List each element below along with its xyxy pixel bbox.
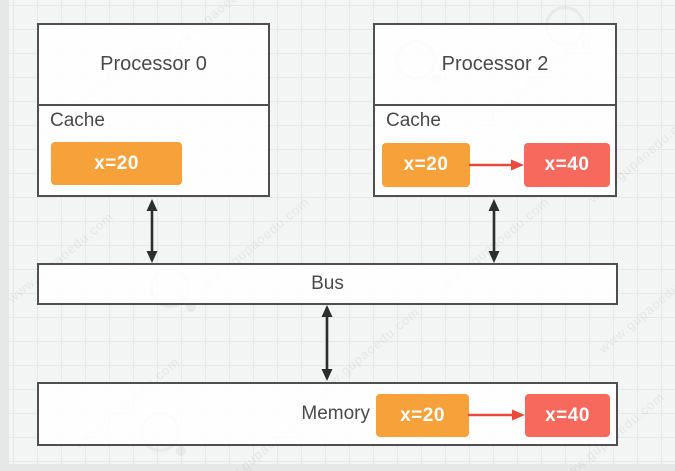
left-edge-shade [0, 0, 9, 471]
processor2-cache-new-value-box: x=40 [524, 143, 610, 187]
processor2-cache-old-value-box: x=20 [382, 143, 470, 187]
bus-bar: Bus [37, 263, 618, 305]
processor2-title: Processor 2 [375, 25, 615, 106]
memory-update-arrow-icon [468, 409, 525, 421]
processor0-title: Processor 0 [39, 25, 268, 106]
memory-label: Memory [301, 403, 370, 424]
processor0-box: Processor 0 Cache x=20 [37, 23, 270, 197]
memory-bar: Memory x=20 x=40 [37, 382, 618, 446]
bottom-edge-shade [0, 464, 675, 471]
cache-update-arrow-icon [469, 159, 524, 171]
memory-new-value-box: x=40 [525, 394, 610, 437]
memory-old-value-box: x=20 [376, 394, 469, 437]
processor2-box: Processor 2 Cache x=20 x=40 [373, 23, 617, 197]
bus-label: Bus [311, 273, 344, 294]
processor2-cache-label: Cache [386, 110, 441, 131]
processor0-cache-value-box: x=20 [51, 142, 182, 185]
processor0-cache-label: Cache [50, 110, 105, 131]
